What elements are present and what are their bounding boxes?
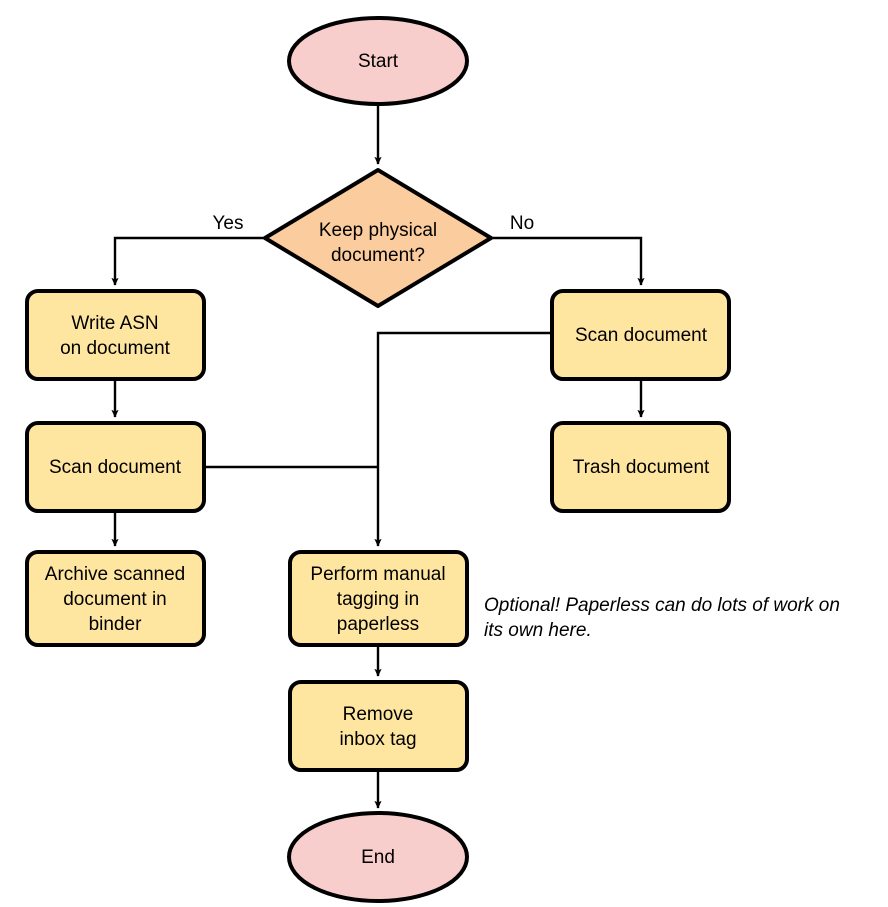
node-scan-right[interactable]: Scan document xyxy=(550,289,731,381)
remove-inbox-tag-label-line2: inbox tag xyxy=(339,729,416,750)
manual-tagging-label-line2: tagging in xyxy=(337,589,419,610)
archive-binder-box xyxy=(25,550,206,647)
decision-label-line1: Keep physical xyxy=(319,220,437,241)
edge-label-yes: Yes xyxy=(213,213,244,234)
edge-decision-to-scan-right xyxy=(491,236,645,286)
scan-right-label: Scan document xyxy=(575,325,708,346)
node-start[interactable]: Start xyxy=(287,16,469,106)
archive-binder-label-line3: binder xyxy=(89,614,142,635)
annotation-optional-note: Optional! Paperless can do lots of work … xyxy=(484,595,840,641)
trash-box xyxy=(550,421,731,513)
optional-note-line1: Optional! Paperless can do lots of work … xyxy=(484,595,840,616)
end-ellipse xyxy=(287,811,469,903)
node-archive-binder[interactable]: Archive scanned document in binder xyxy=(25,550,206,647)
end-label: End xyxy=(361,847,395,868)
node-decision[interactable]: Keep physical document? xyxy=(263,168,493,308)
decision-diamond xyxy=(263,168,493,308)
manual-tagging-label-line1: Perform manual xyxy=(310,564,445,585)
remove-inbox-tag-label-line1: Remove xyxy=(343,704,414,725)
remove-inbox-tag-box xyxy=(288,680,469,772)
node-scan-left[interactable]: Scan document xyxy=(25,421,206,513)
write-asn-label-line2: on document xyxy=(60,338,171,359)
write-asn-box xyxy=(25,289,206,381)
node-manual-tagging[interactable]: Perform manual tagging in paperless xyxy=(288,550,469,647)
optional-note-line2: its own here. xyxy=(484,620,592,641)
scan-right-box xyxy=(550,289,731,381)
node-trash[interactable]: Trash document xyxy=(550,421,731,513)
manual-tagging-box xyxy=(288,550,469,647)
scan-left-label: Scan document xyxy=(49,457,182,478)
scan-left-box xyxy=(25,421,206,513)
node-end[interactable]: End xyxy=(287,811,469,903)
archive-binder-label-line1: Archive scanned xyxy=(45,564,185,585)
edge-label-no: No xyxy=(510,213,534,234)
edge-scan-right-to-tagging xyxy=(374,331,552,547)
decision-label-line2: document? xyxy=(331,245,425,266)
start-ellipse xyxy=(287,16,469,106)
start-label: Start xyxy=(358,51,399,72)
connector-layer xyxy=(111,104,645,809)
manual-tagging-label-line3: paperless xyxy=(337,614,419,635)
trash-label: Trash document xyxy=(573,457,710,478)
node-write-asn[interactable]: Write ASN on document xyxy=(25,289,206,381)
edge-decision-to-write-asn xyxy=(111,236,265,286)
write-asn-label-line1: Write ASN xyxy=(71,313,158,334)
node-remove-inbox-tag[interactable]: Remove inbox tag xyxy=(288,680,469,772)
archive-binder-label-line2: document in xyxy=(63,589,167,610)
